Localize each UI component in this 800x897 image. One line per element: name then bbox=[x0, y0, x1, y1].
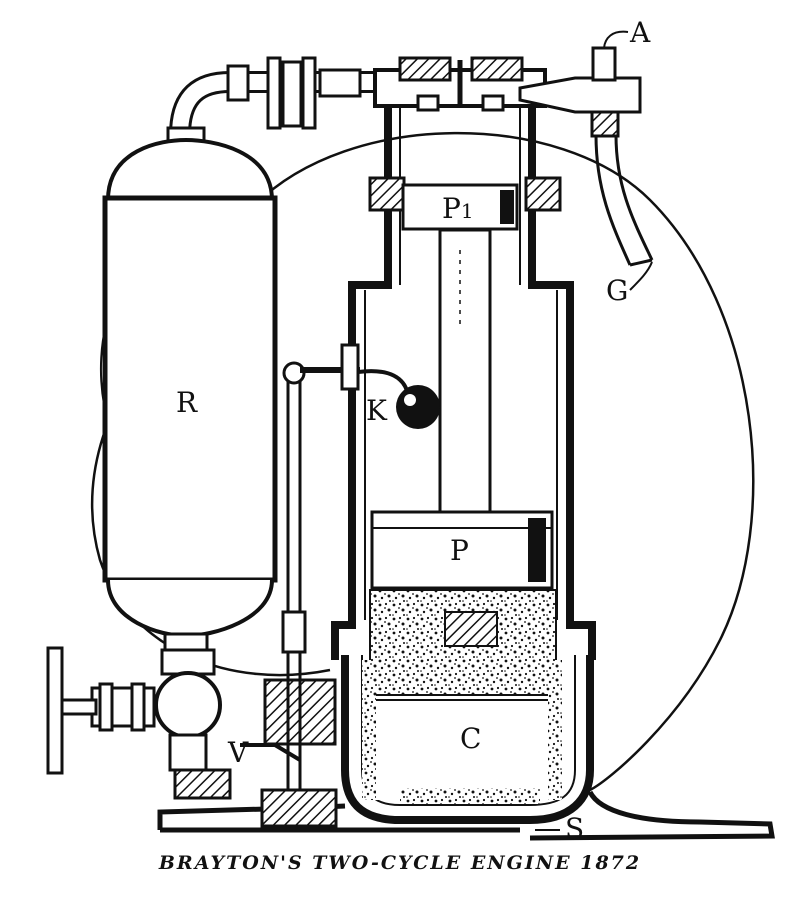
power-piston bbox=[370, 510, 554, 590]
label-a: A bbox=[629, 16, 651, 49]
label-p: P bbox=[450, 534, 469, 567]
reservoir-tank bbox=[102, 126, 278, 654]
gas-tube bbox=[594, 134, 654, 267]
figure-caption: BRAYTON'S TWO-CYCLE ENGINE 1872 bbox=[158, 852, 642, 874]
label-v: V bbox=[227, 736, 249, 769]
pump-piston bbox=[401, 183, 519, 231]
label-g: G bbox=[606, 274, 628, 307]
engine-base bbox=[157, 768, 775, 841]
label-p1: P1 bbox=[442, 192, 474, 225]
supply-pipe bbox=[169, 56, 400, 136]
label-r: R bbox=[176, 386, 198, 419]
combustion-cylinder bbox=[341, 589, 594, 824]
label-s: S bbox=[565, 812, 584, 845]
label-c: C bbox=[460, 722, 481, 755]
valve-linkage bbox=[281, 343, 440, 790]
pump-cylinder bbox=[331, 104, 596, 660]
gas-fitting bbox=[518, 46, 642, 138]
valve-chest bbox=[373, 56, 547, 112]
piston-rod bbox=[438, 228, 492, 514]
valve-assembly bbox=[46, 646, 337, 775]
label-k: K bbox=[366, 394, 388, 427]
